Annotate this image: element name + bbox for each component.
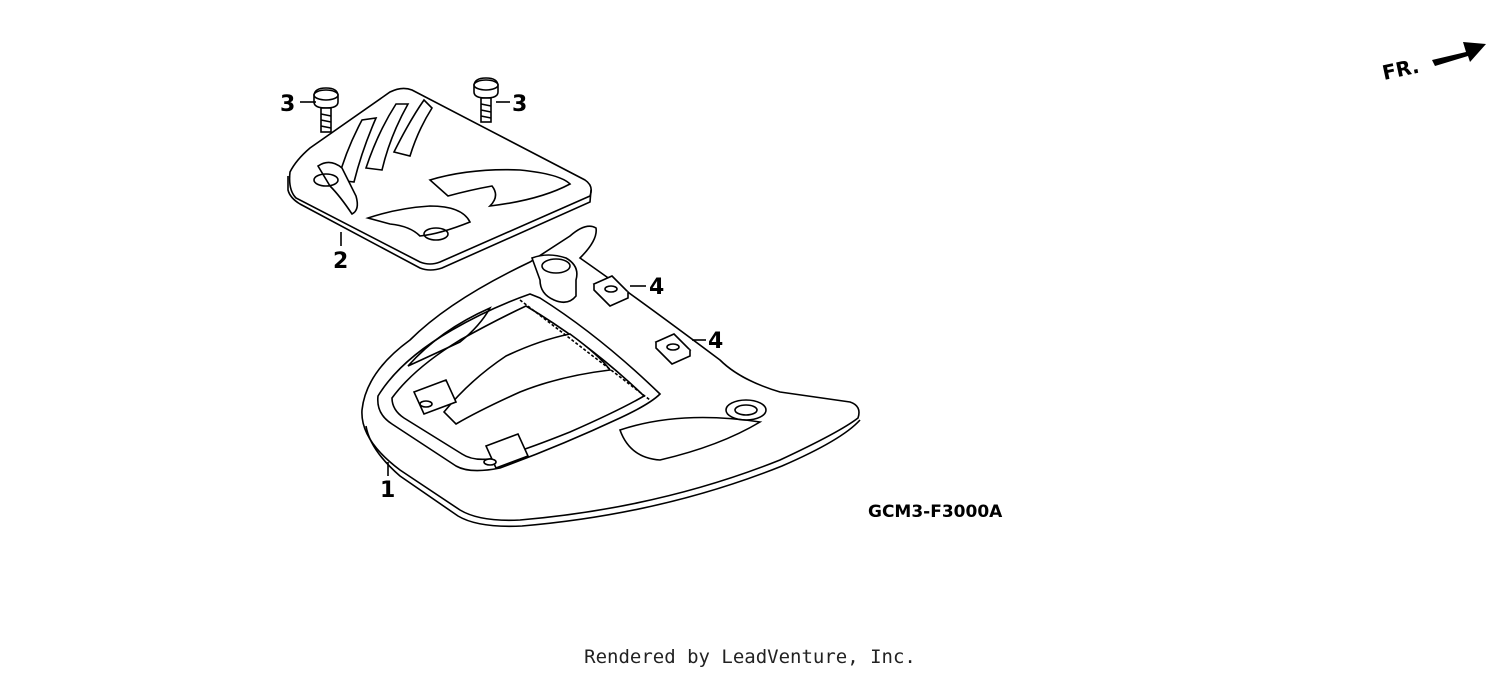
callout-part-2: 2 — [333, 249, 348, 274]
callout-part-3a: 3 — [280, 92, 295, 117]
part-2-top-pad — [287, 87, 592, 271]
part-3-bolt-right — [473, 77, 499, 123]
part-3-bolt-left — [313, 87, 339, 133]
part-1-main-cover — [361, 225, 861, 528]
part-4-clip-nut-lower — [654, 333, 692, 365]
front-arrow-icon — [1432, 42, 1486, 66]
callout-part-4a: 4 — [649, 275, 664, 300]
footer-credit: Rendered by LeadVenture, Inc. — [584, 646, 916, 668]
leader-lines — [300, 101, 706, 476]
part-4-clip-nut-upper — [592, 275, 630, 307]
callout-part-4b: 4 — [708, 329, 723, 354]
callout-part-3b: 3 — [512, 92, 527, 117]
front-direction-label: FR. — [1380, 54, 1421, 85]
callout-part-1: 1 — [380, 478, 395, 503]
front-direction-indicator: FR. — [1380, 42, 1486, 85]
drawing-code: GCM3-F3000A — [868, 502, 1003, 522]
